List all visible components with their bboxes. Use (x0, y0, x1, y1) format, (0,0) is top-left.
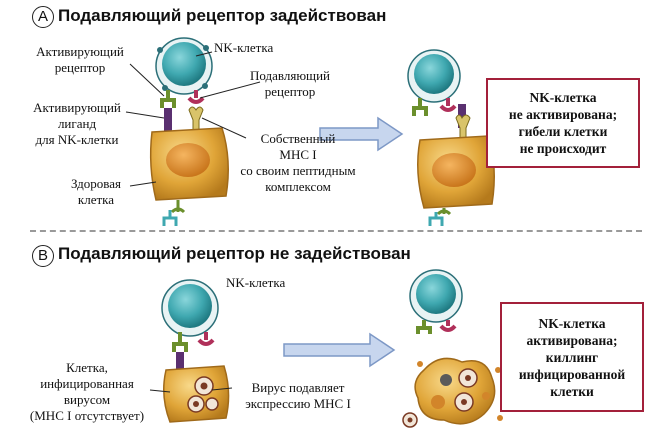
arrow-a (319, 116, 404, 152)
ligand-a (164, 108, 172, 134)
label-healthy-cell: Здоровая клетка (60, 176, 132, 208)
label-activating-receptor: Активирующий рецептор (28, 44, 132, 76)
result-box-b-line-5: клетки (550, 383, 594, 399)
label-self-mhc-line-3: со своим пептидным (240, 163, 356, 178)
result-box-a-line-4: не происходит (519, 141, 607, 156)
label-nk-cell-a: NK-клетка (214, 40, 274, 55)
nk-cell-a-left (155, 37, 213, 95)
label-inhibitory-receptor-line-2: рецептор (264, 84, 316, 99)
inhibitory-receptor-a (187, 90, 205, 104)
label-inhibitory-receptor-line-1: Подавляющий (250, 68, 330, 83)
label-inhibitory-receptor: Подавляющий рецептор (230, 68, 350, 100)
label-activating-ligand-line-2: лиганд (57, 116, 97, 131)
mhc-a (188, 106, 204, 133)
dying-cell-b (402, 357, 503, 428)
panel-a-title: Подавляющий рецептор задействован (58, 6, 387, 25)
result-box-a-line-1: NK-клетка (529, 90, 597, 105)
healthy-cell-a (149, 127, 229, 226)
result-box-b-line-1: NK-клетка (538, 315, 606, 331)
label-activating-ligand-line-3: для NK-клетки (35, 132, 119, 147)
label-healthy-cell-line-1: Здоровая (70, 176, 122, 191)
result-box-a-line-3: гибели клетки (518, 124, 608, 139)
panel-b-letter: B (32, 245, 54, 267)
label-activating-receptor-line-1: Активирующий (36, 44, 124, 59)
label-infected-cell-line-2: инфицированная (40, 376, 134, 391)
label-activating-ligand-line-1: Активирующий (33, 100, 121, 115)
label-self-mhc-line-4: комплексом (265, 179, 331, 194)
nk-cell-b-right (409, 269, 463, 334)
result-box-a: NK-клетка не активирована; гибели клетки… (486, 78, 640, 168)
result-box-b-line-2: активирована; (526, 332, 618, 348)
label-virus-suppresses-line-1: Вирус подавляет (251, 380, 345, 395)
label-infected-cell-line-1: Клетка, (66, 360, 108, 375)
result-box-b-line-3: киллинг (545, 349, 599, 365)
label-nk-cell-b: NK-клетка (226, 275, 286, 290)
result-box-b-line-4: инфицированной (518, 366, 626, 382)
result-box-a-line-2: не активирована; (508, 107, 618, 122)
panel-divider (30, 230, 642, 232)
label-healthy-cell-line-2: клетка (77, 192, 115, 207)
label-virus-suppresses-line-2: экспрессию MHC I (245, 396, 351, 411)
label-infected-cell-line-3: вирусом (63, 392, 111, 407)
label-infected-cell: Клетка, инфицированная вирусом (MHC I от… (18, 360, 156, 424)
label-self-mhc-line-2: MHC I (279, 147, 317, 162)
label-infected-cell-line-4: (MHC I отсутствует) (29, 408, 145, 423)
pointer-lines-b (149, 387, 233, 393)
arrow-b (283, 332, 396, 368)
healthy-cell-a-right (417, 104, 495, 226)
nk-cell-b-left (161, 279, 219, 352)
infected-cell-b (163, 352, 230, 423)
activating-receptor-a (160, 90, 176, 108)
label-activating-ligand: Активирующий лиганд для NK-клетки (18, 100, 136, 148)
label-activating-receptor-line-2: рецептор (54, 60, 106, 75)
nk-cell-a-right (407, 49, 461, 116)
panel-b-title: Подавляющий рецептор не задействован (58, 244, 411, 263)
panel-a-letter: A (32, 6, 54, 28)
pointer-lines-a (125, 51, 261, 187)
label-self-mhc-line-1: Собственный (260, 131, 336, 146)
label-virus-suppresses: Вирус подавляет экспрессию MHC I (232, 380, 364, 412)
result-box-b: NK-клетка активирована; киллинг инфициро… (500, 302, 644, 412)
label-self-mhc: Собственный MHC I со своим пептидным ком… (228, 131, 368, 195)
